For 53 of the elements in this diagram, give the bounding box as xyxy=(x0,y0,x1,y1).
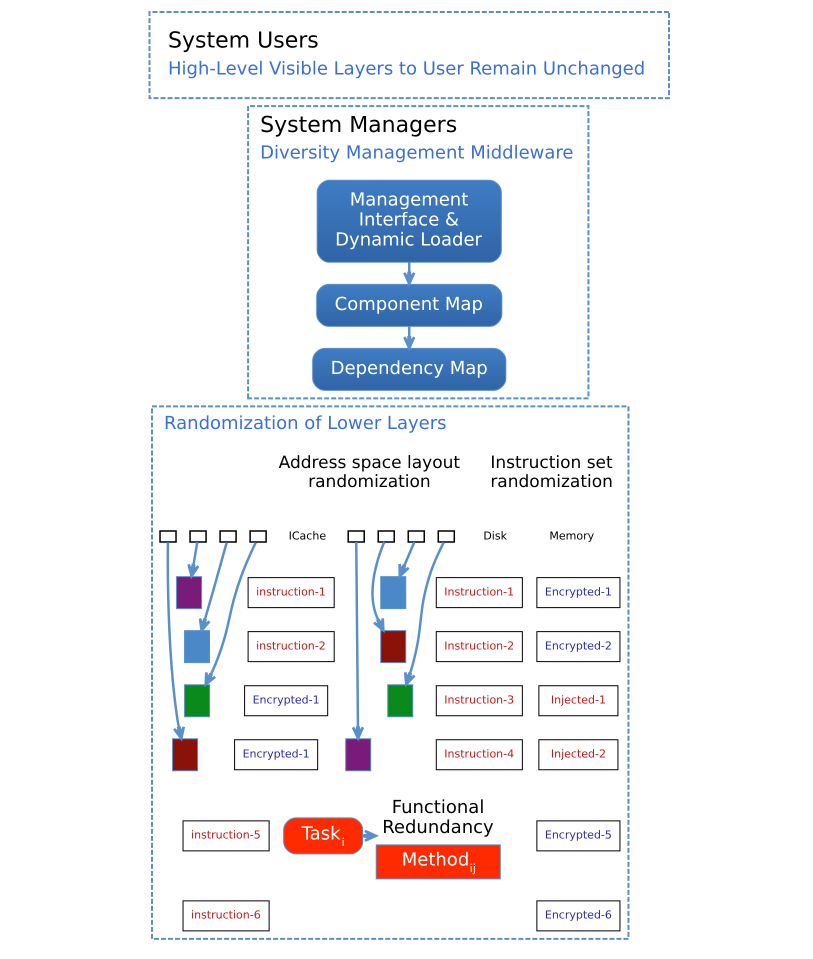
node-box: Management Interface & Dynamic Loader xyxy=(316,180,502,263)
node-box xyxy=(219,530,237,543)
node-bar xyxy=(387,684,414,718)
node-box: Task$_{i}$ xyxy=(283,817,364,854)
node-box: Component Map xyxy=(316,284,502,327)
arrow xyxy=(352,542,364,740)
node-bar xyxy=(176,576,202,610)
node-box xyxy=(347,530,365,543)
node-box: Dependency Map xyxy=(312,348,506,391)
node-box: instruction-2 xyxy=(248,631,335,662)
node-box: Encrypted-5 xyxy=(536,820,620,852)
arrow xyxy=(371,542,386,632)
arrow xyxy=(166,542,186,740)
arrow xyxy=(403,262,416,286)
node-bar xyxy=(380,576,406,610)
node-box: Injected-2 xyxy=(538,739,618,770)
arrow xyxy=(398,542,416,578)
arrow xyxy=(204,542,257,686)
node-bar xyxy=(184,684,210,718)
node-box: Encrypted-2 xyxy=(536,631,620,662)
node-box: Encrypted-1 xyxy=(536,577,620,608)
node-box: System Users High-Level Visible Layers to User Remain Unchanged xyxy=(148,11,670,100)
label: Memory xyxy=(549,529,594,542)
node-box: Encrypted-1 xyxy=(244,685,328,716)
label: ICache xyxy=(288,529,326,542)
arrow xyxy=(187,542,200,578)
node-box: instruction-1 xyxy=(248,577,335,608)
node-bar xyxy=(184,630,210,664)
node-bar xyxy=(380,630,406,664)
arrow xyxy=(403,326,416,350)
node-box: Encrypted-6 xyxy=(536,900,620,932)
node-box: instruction-6 xyxy=(182,900,270,932)
node-box xyxy=(377,530,395,543)
label: Disk xyxy=(483,529,507,542)
node-box xyxy=(408,530,426,543)
arrow xyxy=(404,542,445,686)
node-box: Instruction-4 xyxy=(436,739,523,770)
node-bar xyxy=(172,738,198,772)
label: Address space layout randomization xyxy=(278,453,460,492)
node-box: Encrypted-1 xyxy=(234,739,318,770)
arrow xyxy=(198,542,228,632)
node-box: instruction-5 xyxy=(182,820,270,852)
node-box: Instruction-1 xyxy=(436,577,523,608)
node-box xyxy=(249,530,267,543)
node-box xyxy=(189,530,207,543)
label: Instruction set randomization xyxy=(490,453,613,492)
node-box: Injected-1 xyxy=(538,685,618,716)
node-box: Instruction-2 xyxy=(436,631,523,662)
node-box xyxy=(438,530,456,543)
node-box xyxy=(159,530,177,543)
node-box: Instruction-3 xyxy=(436,685,523,716)
node-label: Functional Redundancy xyxy=(382,797,494,838)
node-bar xyxy=(345,738,372,772)
